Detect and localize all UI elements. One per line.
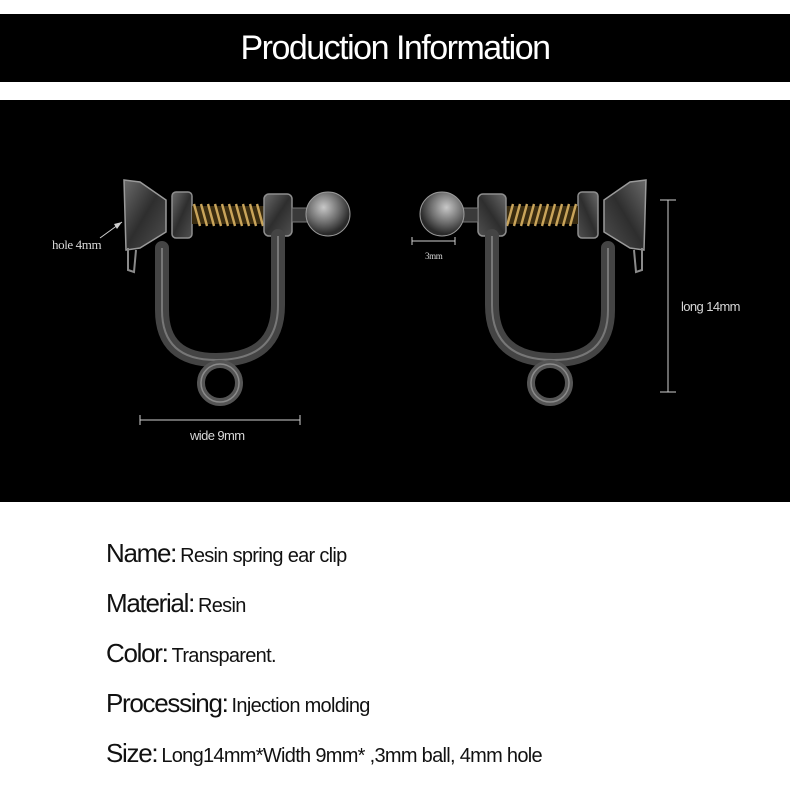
hole-dimension-label: hole 4mm (52, 237, 102, 252)
hole-pointer-arrow (99, 221, 123, 239)
ear-clip-illustration (99, 179, 676, 425)
ear-clip-right (419, 179, 647, 406)
product-photo: hole 4mm wide 9mm 3mm long 14mm (0, 100, 790, 502)
width-dimension-label: wide 9mm (190, 428, 245, 443)
spec-row-color: Color: Transparent. (106, 638, 766, 688)
spec-value: Resin spring ear clip (180, 545, 347, 567)
spec-row-material: Material: Resin (106, 588, 766, 638)
spec-key: Name: (106, 538, 177, 568)
spec-value: Resin (198, 595, 246, 617)
spec-row-processing: Processing: Injection molding (106, 688, 766, 738)
length-dimension-line (660, 199, 676, 393)
width-dimension-line (139, 415, 301, 425)
page-title: Production Information (240, 28, 551, 67)
ball-dimension-line (411, 237, 456, 245)
ball-dimension-label: 3mm (425, 251, 443, 261)
ear-clip-left (123, 179, 351, 406)
spec-key: Color: (106, 638, 169, 668)
spec-key: Material: (106, 588, 195, 618)
title-banner: Production Information (0, 14, 790, 82)
spec-value: Long14mm*Width 9mm* ,3mm ball, 4mm hole (161, 745, 542, 767)
spec-row-size: Size: Long14mm*Width 9mm* ,3mm ball, 4mm… (106, 738, 766, 788)
length-dimension-label: long 14mm (681, 299, 741, 314)
spec-list: Name: Resin spring ear clip Material: Re… (106, 538, 766, 788)
spec-value: Transparent. (171, 645, 277, 667)
spec-row-name: Name: Resin spring ear clip (106, 538, 766, 588)
spec-key: Processing: (106, 688, 229, 718)
spec-value: Injection molding (231, 695, 371, 717)
spec-key: Size: (106, 738, 159, 768)
